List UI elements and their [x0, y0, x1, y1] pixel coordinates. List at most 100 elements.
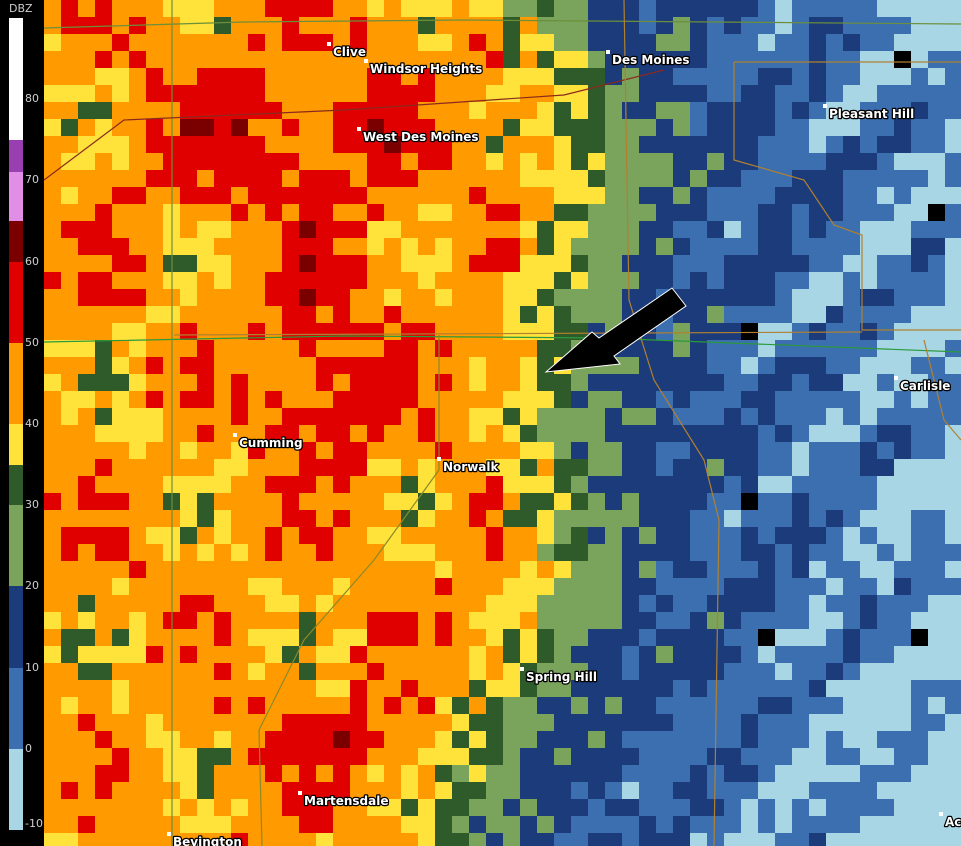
radar-cell	[860, 816, 878, 834]
radar-cell	[724, 408, 742, 426]
radar-cell	[78, 442, 96, 460]
city-marker[interactable]: Windsor Heights	[364, 59, 484, 77]
city-marker[interactable]: Spring Hill	[520, 667, 598, 685]
radar-cell	[248, 663, 266, 681]
radar-cell	[724, 374, 742, 392]
radar-cell	[452, 459, 470, 477]
radar-cell	[656, 85, 674, 103]
radar-cell	[231, 289, 249, 307]
city-marker[interactable]: Cumming	[233, 433, 304, 451]
radar-cell	[78, 731, 96, 749]
radar-cell	[894, 0, 912, 18]
radar-cell	[282, 510, 300, 528]
radar-cell	[826, 272, 844, 290]
radar-cell	[180, 391, 198, 409]
radar-cell	[911, 816, 929, 834]
radar-cell	[809, 527, 827, 545]
radar-cell	[435, 289, 453, 307]
radar-cell	[469, 476, 487, 494]
radar-cell	[265, 238, 283, 256]
radar-cell	[265, 799, 283, 817]
radar-cell	[112, 391, 130, 409]
city-marker[interactable]: Norwalk	[437, 457, 501, 475]
radar-cell	[775, 646, 793, 664]
radar-cell	[605, 442, 623, 460]
radar-cell	[282, 782, 300, 800]
radar-cell	[571, 153, 589, 171]
radar-cell	[401, 68, 419, 86]
radar-cell	[656, 697, 674, 715]
city-marker[interactable]: Carlisle	[894, 376, 952, 394]
city-marker[interactable]: Ac	[939, 812, 961, 830]
radar-cell	[231, 765, 249, 783]
radar-cell	[129, 119, 147, 137]
radar-cell	[333, 238, 351, 256]
radar-cell	[197, 680, 215, 698]
city-marker[interactable]: Clive	[327, 42, 367, 60]
radar-cell	[180, 85, 198, 103]
radar-cell	[690, 680, 708, 698]
radar-cell	[401, 544, 419, 562]
radar-cell	[299, 765, 317, 783]
radar-cell	[707, 680, 725, 698]
radar-cell	[197, 34, 215, 52]
radar-cell	[333, 561, 351, 579]
radar-cell	[112, 629, 130, 647]
radar-cell	[554, 238, 572, 256]
radar-cell	[690, 493, 708, 511]
radar-cell	[282, 833, 300, 846]
radar-cell	[503, 17, 521, 35]
radar-cell	[333, 527, 351, 545]
radar-cell	[690, 833, 708, 846]
city-marker[interactable]: Martensdale	[298, 791, 390, 809]
radar-cell	[146, 833, 164, 846]
radar-cell	[350, 255, 368, 273]
radar-cell	[826, 663, 844, 681]
radar-cell	[180, 527, 198, 545]
radar-cell	[180, 204, 198, 222]
radar-cell	[554, 442, 572, 460]
radar-cell	[129, 765, 147, 783]
radar-cell	[316, 391, 334, 409]
county-line	[173, 331, 863, 336]
radar-cell	[673, 408, 691, 426]
radar-cell	[928, 68, 946, 86]
radar-cell	[928, 425, 946, 443]
radar-cell	[894, 323, 912, 341]
radar-cell	[775, 748, 793, 766]
radar-cell	[78, 578, 96, 596]
radar-cell	[741, 459, 759, 477]
city-marker[interactable]: Pleasant Hill	[823, 104, 915, 122]
city-marker[interactable]: West Des Moines	[357, 127, 480, 145]
radar-cell	[690, 34, 708, 52]
radar-cell	[707, 17, 725, 35]
radar-cell	[469, 510, 487, 528]
radar-cell	[367, 595, 385, 613]
radar-cell	[860, 17, 878, 35]
radar-cell	[333, 0, 351, 18]
radar-cell	[554, 0, 572, 18]
radar-cell	[792, 272, 810, 290]
city-marker[interactable]: Des Moines	[606, 50, 691, 68]
radar-cell	[503, 255, 521, 273]
radar-cell	[792, 289, 810, 307]
radar-cell	[520, 459, 538, 477]
radar-cell	[775, 68, 793, 86]
radar-cell	[639, 527, 657, 545]
radar-cell	[554, 204, 572, 222]
radar-cell	[129, 272, 147, 290]
radar-cell	[792, 187, 810, 205]
radar-cell	[384, 765, 402, 783]
radar-cell	[707, 442, 725, 460]
radar-cell	[197, 289, 215, 307]
radar-cell	[537, 510, 555, 528]
radar-cell	[265, 170, 283, 188]
radar-cell	[401, 782, 419, 800]
radar-cell	[673, 425, 691, 443]
radar-cell	[724, 510, 742, 528]
city-marker[interactable]: Bevington	[167, 832, 243, 846]
radar-cell	[792, 425, 810, 443]
radar-cell	[95, 425, 113, 443]
radar-cell	[231, 51, 249, 69]
